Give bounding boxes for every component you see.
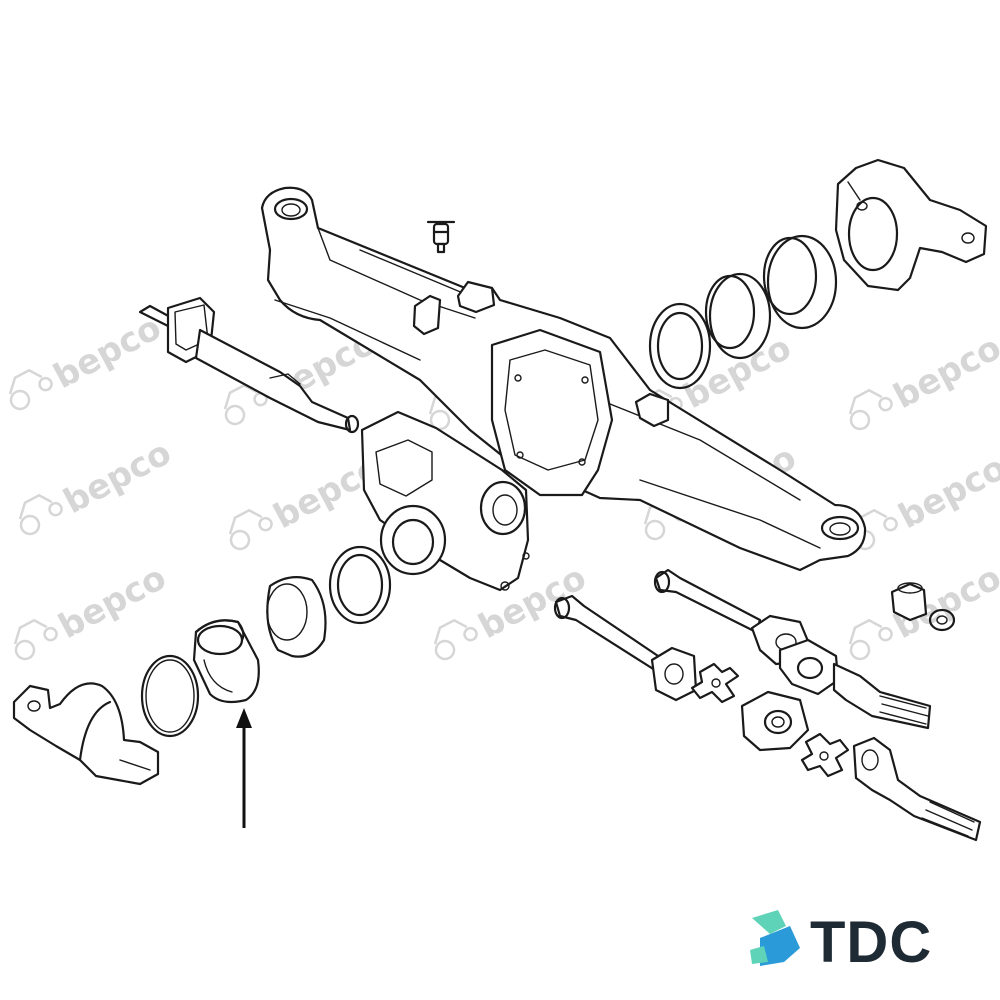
- seal-ring-right: [648, 302, 712, 390]
- bushing: [192, 619, 260, 704]
- yoke-lower: [650, 646, 698, 702]
- cv-joint-center: [778, 638, 840, 696]
- svg-text:bepco: bepco: [47, 308, 168, 397]
- bearing-right: [704, 272, 772, 360]
- tdc-logo-mark-icon: [750, 910, 800, 966]
- swivel-housing: [360, 410, 530, 592]
- watermark: bepco: [8, 308, 168, 411]
- spider-cross-left: [690, 662, 740, 704]
- halfshaft-upper: [653, 568, 762, 634]
- callout-arrow: [236, 708, 252, 828]
- axle-beam: [260, 186, 867, 572]
- spider-cross-right: [800, 732, 850, 778]
- trunnion-cap-right: [834, 158, 988, 292]
- outer-shaft: [852, 736, 982, 842]
- halfshaft-lower: [553, 594, 666, 674]
- svg-text:bepco: bepco: [887, 328, 1000, 417]
- watermark: bepco: [13, 558, 173, 661]
- pinion-shaft: [138, 296, 360, 434]
- trunnion-cap-left: [12, 682, 160, 786]
- watermark: bepco: [853, 448, 1000, 551]
- svg-text:bepco: bepco: [52, 558, 173, 647]
- seal-ring-large: [328, 545, 392, 625]
- o-ring-left: [140, 654, 200, 738]
- washer: [928, 608, 956, 632]
- watermark: bepco: [848, 328, 1000, 431]
- svg-text:bepco: bepco: [892, 448, 1000, 537]
- small-bush: [890, 582, 928, 622]
- bearing-cup: [266, 575, 327, 658]
- coupling-block: [740, 690, 810, 752]
- svg-text:bepco: bepco: [57, 433, 178, 522]
- breather-plug: [426, 220, 456, 254]
- tdc-logo: TDC: [750, 910, 932, 975]
- watermark: bepco: [18, 433, 178, 536]
- bushing-right: [762, 234, 838, 330]
- tdc-logo-text: TDC: [810, 910, 932, 975]
- stub-axle-upper: [832, 662, 932, 730]
